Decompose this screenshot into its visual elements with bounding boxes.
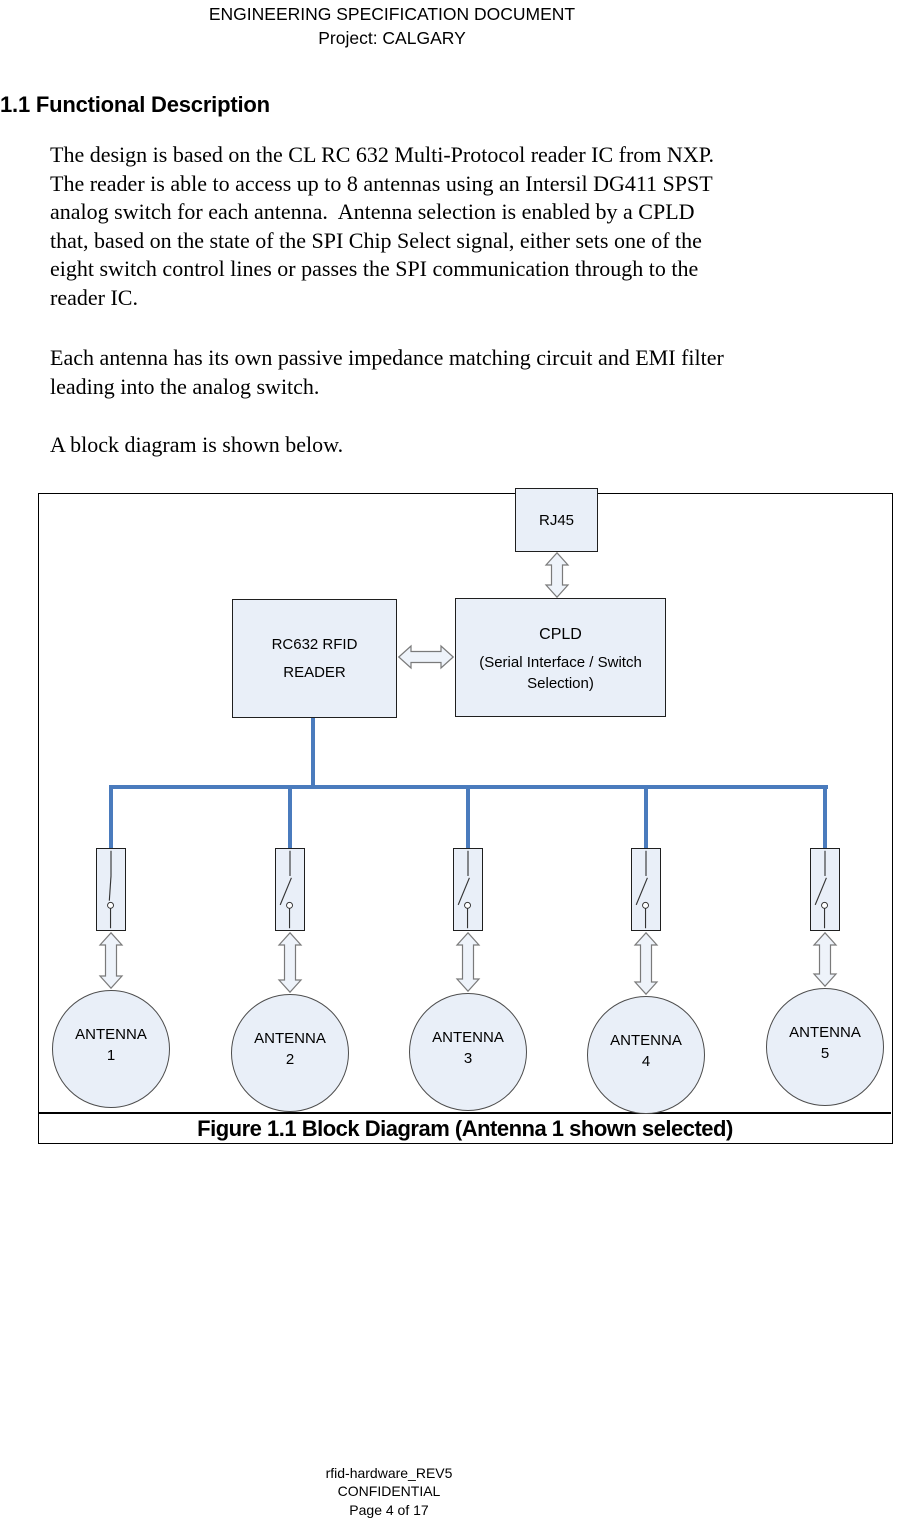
bus-drop-line-2 [288,789,292,850]
paragraph-functional-description-2: Each antenna has its own passive impedan… [50,344,850,401]
header-title: ENGINEERING SPECIFICATION DOCUMENT [208,4,576,24]
paragraph-functional-description-1: The design is based on the CL RC 632 Mul… [50,141,850,313]
paragraph-line: that, based on the state of the SPI Chip… [50,227,702,253]
antenna-5-label: ANTENNA 5 [789,1024,861,1062]
paragraph-line: Each antenna has its own passive impedan… [50,345,724,370]
bus-drop-line-5 [823,789,827,850]
footer-page-number: Page 4 of 17 [349,1501,429,1518]
spst-switch-symbol-icon [107,850,114,929]
paragraph-functional-description-3: A block diagram is shown below. [50,431,850,460]
analog-switch-2 [275,848,305,931]
figure-caption: Figure 1.1 Block Diagram (Antenna 1 show… [39,1112,891,1143]
cpld-label: CPLD [539,626,582,643]
analog-switch-5 [810,848,840,931]
section-heading: 1.1 Functional Description [0,92,270,117]
reader-label-line2: READER [283,663,346,681]
double-arrow-icon-switch2-antenna2 [277,932,303,993]
antenna-3-ellipse: ANTENNA 3 [409,993,527,1111]
analog-switch-1 [96,848,126,931]
paragraph-line: The design is based on the CL RC 632 Mul… [50,142,714,167]
double-arrow-icon-switch1-antenna1 [98,932,124,989]
antenna-bus-line [109,785,828,789]
footer-filename: rfid-hardware_REV5 [325,1465,453,1481]
spst-switch-symbol-icon [279,850,293,929]
bus-drop-line-4 [644,789,648,850]
antenna-1-ellipse: ANTENNA 1 [52,990,170,1108]
paragraph-line: analog switch for each antenna. Antenna … [50,199,695,225]
antenna-1-label: ANTENNA 1 [75,1026,147,1064]
figure-frame [38,493,893,1144]
reader-bus-stem-line [311,717,315,787]
spst-switch-symbol-icon [635,850,649,929]
double-arrow-icon-switch5-antenna5 [812,932,838,987]
rc632-reader-block: RC632 RFID READER [232,599,397,718]
document-footer: rfid-hardware_REV5 CONFIDENTIAL Page 4 o… [0,1464,778,1519]
paragraph-line: leading into the analog switch. [50,373,320,399]
antenna-2-label: ANTENNA 2 [254,1030,326,1068]
double-arrow-icon-switch4-antenna4 [633,932,659,995]
antenna-2-ellipse: ANTENNA 2 [231,994,349,1112]
antenna-4-ellipse: ANTENNA 4 [587,996,705,1114]
antenna-4-label: ANTENNA 4 [610,1032,682,1070]
spst-switch-symbol-icon [457,850,471,929]
bus-drop-line-3 [466,789,470,850]
cpld-sublabel-line2: Selection) [527,675,594,692]
double-arrow-icon-reader-cpld [398,644,454,670]
rj45-block: RJ45 [515,488,598,552]
antenna-3-label: ANTENNA 3 [432,1029,504,1067]
antenna-5-ellipse: ANTENNA 5 [766,988,884,1106]
paragraph-line: reader IC. [50,284,138,310]
cpld-sublabel-line1: (Serial Interface / Switch [479,654,642,671]
paragraph-line: eight switch control lines or passes the… [50,256,699,282]
header-subtitle: Project: CALGARY [318,28,466,48]
double-arrow-icon-switch3-antenna3 [455,932,481,992]
bus-drop-line-1 [109,789,113,850]
double-arrow-icon-rj45-cpld [544,552,570,598]
analog-switch-4 [631,848,661,931]
spst-switch-symbol-icon [814,850,828,929]
document-header: ENGINEERING SPECIFICATION DOCUMENT Proje… [0,2,784,50]
analog-switch-3 [453,848,483,931]
cpld-block: CPLD (Serial Interface / Switch Selectio… [455,598,666,717]
paragraph-line: A block diagram is shown below. [50,432,344,457]
cpld-sublabel: (Serial Interface / Switch Selection) [479,652,642,694]
rj45-label: RJ45 [538,511,575,529]
footer-confidential: CONFIDENTIAL [337,1483,441,1500]
reader-label-line1: RC632 RFID [271,635,358,653]
paragraph-line: The reader is able to access up to 8 ant… [50,170,713,196]
